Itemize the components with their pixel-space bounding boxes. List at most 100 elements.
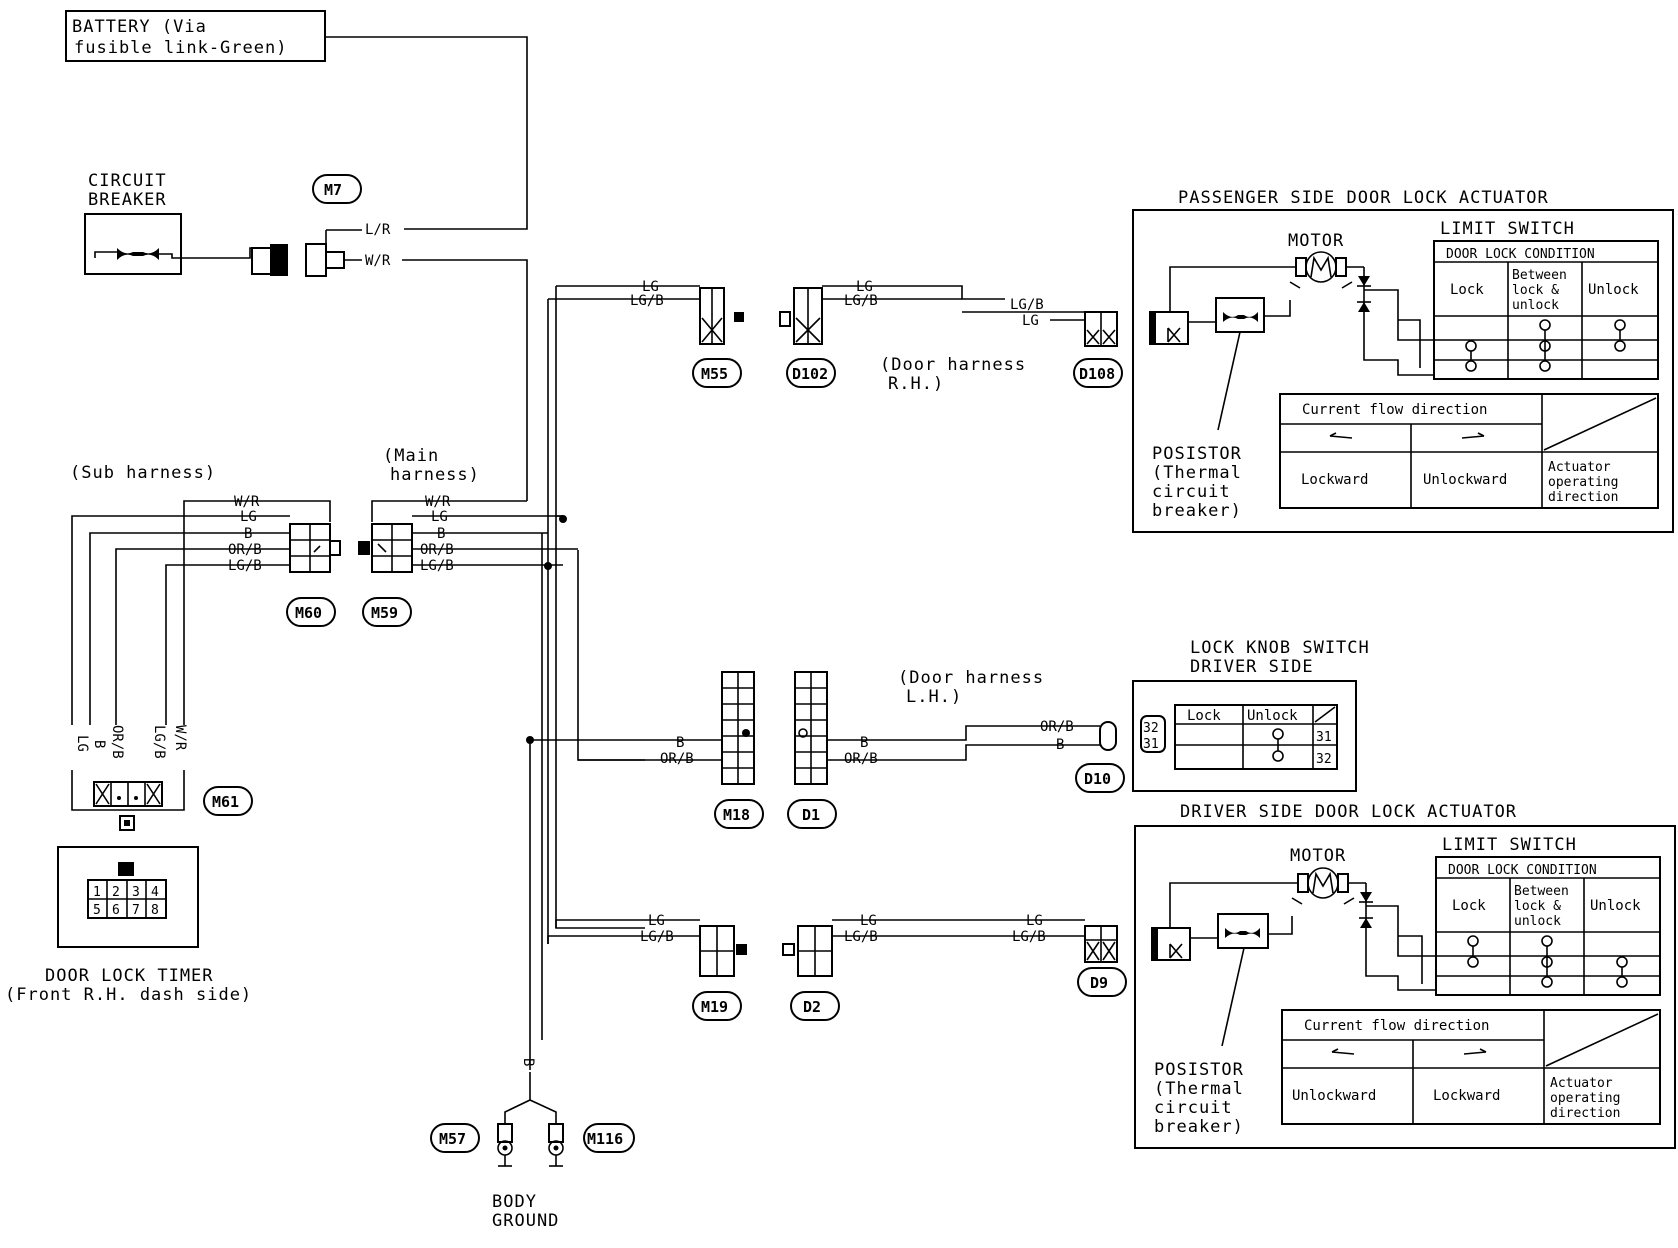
- passenger-col-unlock: Unlock: [1588, 282, 1639, 298]
- passenger-motor-label: MOTOR: [1288, 231, 1344, 251]
- passenger-dir-unlockward: Unlockward: [1423, 472, 1507, 488]
- passenger-col-lock: Lock: [1450, 282, 1484, 298]
- driver-actuator-panel: MOTOR POSISTOR (Thermal circuit breaker)…: [1134, 825, 1676, 1149]
- passenger-limit-switch-table: DOOR LOCK CONDITION Lock Between lock & …: [1433, 240, 1659, 380]
- door-lock-timer-label-line2: (Front R.H. dash side): [5, 985, 252, 1005]
- door-harness-rh-line1: (Door harness: [880, 355, 1026, 375]
- passenger-actuator-dir-2: operating: [1548, 475, 1618, 490]
- passenger-actuator-dir-3: direction: [1548, 490, 1618, 505]
- circuit-breaker-label-line2: BREAKER: [88, 190, 167, 210]
- passenger-col-between-3: unlock: [1512, 298, 1559, 313]
- passenger-posistor-line2: (Thermal: [1152, 463, 1242, 483]
- m61-wire-b: B: [91, 740, 107, 748]
- body-ground-label-line1: BODY: [492, 1192, 537, 1212]
- m61-wire-labels: LG B OR/B LG/B W/R: [74, 725, 188, 759]
- passenger-dir-lockward: Lockward: [1301, 472, 1368, 488]
- door-harness-rh-line2: R.H.): [888, 374, 944, 394]
- passenger-current-flow-header: Current flow direction: [1302, 402, 1487, 418]
- main-harness-label-line2: harness): [390, 465, 480, 485]
- driver-limit-switch-table: DOOR LOCK CONDITION Lock Between lock & …: [1435, 856, 1661, 996]
- connector-d2-label: D2: [803, 998, 821, 1016]
- circuit-breaker-label-line1: CIRCUIT: [88, 171, 167, 191]
- m61-wire-lgb: LG/B: [151, 725, 167, 759]
- passenger-col-between-2: lock &: [1512, 283, 1559, 298]
- m61-wire-lg: LG: [74, 735, 90, 752]
- lock-knob-conn-pin-32: 32: [1143, 721, 1159, 736]
- connector-d108-tag: D108: [1073, 358, 1123, 388]
- d108-wire-lg: LG: [1022, 313, 1039, 329]
- m59-wire-lgb: LG/B: [420, 558, 454, 574]
- connector-d9-housing: [1084, 925, 1118, 963]
- connector-m19-label: M19: [701, 998, 728, 1016]
- ground-wire-b: B: [520, 1058, 536, 1066]
- connector-m57-label: M57: [439, 1130, 466, 1148]
- d2-wire-lg: LG: [860, 913, 877, 929]
- connector-m60-housing: [289, 523, 341, 573]
- wire-label-lr: L/R: [365, 222, 391, 238]
- passenger-col-between-1: Between: [1512, 268, 1567, 283]
- door-harness-lh-line2: L.H.): [906, 687, 962, 707]
- driver-dir-lockward: Lockward: [1433, 1088, 1500, 1104]
- timer-pin-1: 1: [93, 885, 101, 900]
- ground-terminal-left: [497, 1123, 513, 1167]
- connector-m61-label: M61: [212, 793, 239, 811]
- m59-wire-orb: OR/B: [420, 542, 454, 558]
- connector-m55-housing: [699, 287, 744, 345]
- sub-harness-label: (Sub harness): [70, 463, 216, 483]
- lock-knob-connector: 32 31: [1140, 715, 1166, 753]
- lock-knob-col-unlock: Unlock: [1247, 708, 1298, 724]
- timer-pin-5: 5: [93, 903, 101, 918]
- passenger-posistor-line3: circuit: [1152, 482, 1231, 502]
- d10-wire-orb: OR/B: [1040, 719, 1074, 735]
- connector-m55-tag: M55: [692, 358, 742, 388]
- m60-wire-wr: W/R: [234, 494, 260, 510]
- d1-wire-orb: OR/B: [844, 751, 878, 767]
- m55-wire-lg: LG: [642, 279, 659, 295]
- driver-current-flow-header: Current flow direction: [1304, 1018, 1489, 1034]
- driver-posistor: [1190, 913, 1293, 949]
- connector-d2-housing: [782, 925, 833, 977]
- m61-wire-wr: W/R: [172, 725, 188, 751]
- connector-m57-tag: M57: [430, 1123, 480, 1153]
- connector-m61-housing: [93, 781, 163, 831]
- connector-m116-tag: M116: [583, 1123, 635, 1153]
- m59-wire-lg: LG: [431, 509, 448, 525]
- lock-knob-switch-panel: 32 31 Lock Unlock 31 32: [1132, 680, 1357, 792]
- timer-pin-8: 8: [151, 903, 159, 918]
- battery-label-line2: fusible link-Green): [74, 38, 287, 58]
- driver-limit-switch-label: LIMIT SWITCH: [1442, 835, 1577, 855]
- driver-col-unlock: Unlock: [1590, 898, 1641, 914]
- passenger-limit-switch-label: LIMIT SWITCH: [1440, 219, 1575, 239]
- m19-wire-lg: LG: [648, 913, 665, 929]
- passenger-posistor-line1: POSISTOR: [1152, 444, 1242, 464]
- m18-wire-b: B: [676, 735, 684, 751]
- connector-d108-housing: [1084, 311, 1118, 347]
- passenger-actuator-dir-1: Actuator: [1548, 460, 1611, 475]
- timer-pin-2: 2: [112, 885, 120, 900]
- driver-col-between-2: lock &: [1514, 899, 1561, 914]
- d102-wire-lgb: LG/B: [844, 293, 878, 309]
- driver-switch-contacts: [1467, 935, 1628, 988]
- m61-wire-orb: OR/B: [109, 725, 125, 759]
- connector-d1-housing: [794, 671, 828, 785]
- m59-wire-b: B: [437, 526, 445, 542]
- driver-posistor-line1: POSISTOR: [1154, 1060, 1244, 1080]
- connector-d102-label: D102: [792, 365, 828, 383]
- m55-wire-lgb: LG/B: [630, 293, 664, 309]
- driver-actuator-dir-2: operating: [1550, 1091, 1620, 1106]
- connector-m7-label: M7: [324, 181, 342, 199]
- passenger-condition-header: DOOR LOCK CONDITION: [1446, 247, 1595, 262]
- lock-knob-title-line1: LOCK KNOB SWITCH: [1190, 638, 1370, 658]
- driver-motor-label: MOTOR: [1290, 846, 1346, 866]
- connector-m60-label: M60: [295, 604, 322, 622]
- battery-block: BATTERY (Via fusible link-Green): [65, 10, 326, 62]
- connector-d1-label: D1: [802, 806, 820, 824]
- connector-d9-label: D9: [1090, 974, 1108, 992]
- m59-wire-wr: W/R: [425, 494, 451, 510]
- d102-wire-lg: LG: [856, 279, 873, 295]
- connector-m7-tag: M7: [312, 174, 362, 204]
- door-lock-timer-label-line1: DOOR LOCK TIMER: [45, 966, 214, 986]
- connector-m59-tag: M59: [362, 597, 412, 627]
- driver-actuator-title: DRIVER SIDE DOOR LOCK ACTUATOR: [1180, 802, 1517, 822]
- connector-d102-housing: [779, 287, 823, 345]
